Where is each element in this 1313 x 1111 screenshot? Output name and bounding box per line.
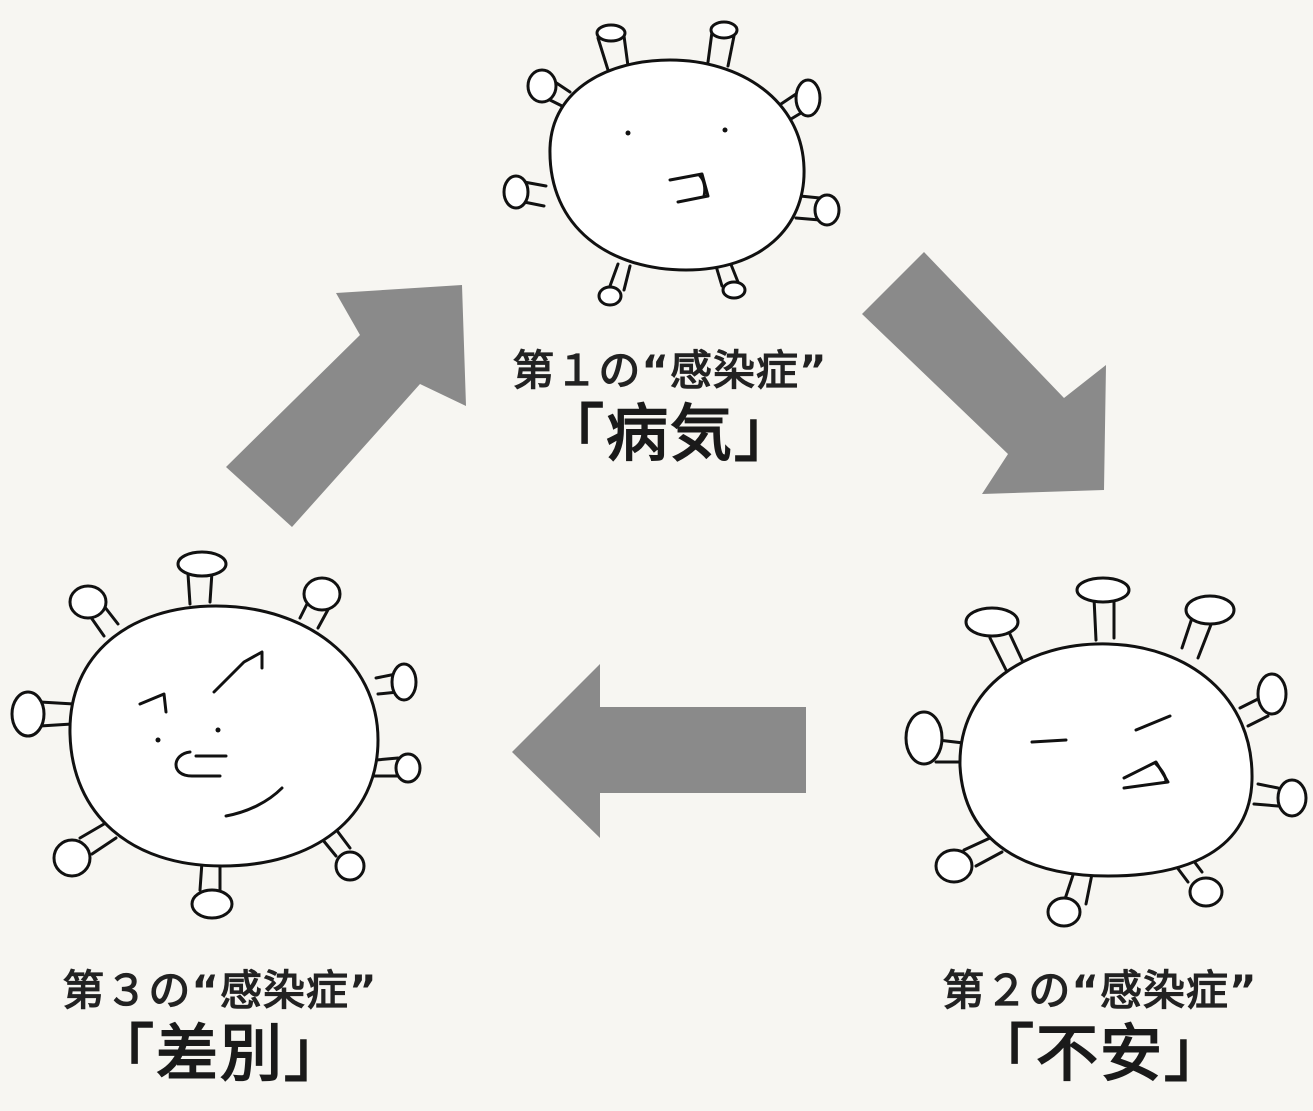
spike [706,20,739,68]
spike [1046,870,1094,928]
stage-first-caption: 第１の“感染症” 「病気」 [440,345,900,471]
stage-second-ordinal: 第２の“感染症” [942,966,1258,1015]
spike [68,584,120,638]
spike [10,690,76,738]
stage-first-name: 「病気」 [541,397,798,470]
spike [298,576,342,630]
stage-first-ordinal: 第１の“感染症” [512,346,828,395]
spike [794,193,841,227]
stage-third-name: 「差別」 [91,1017,348,1090]
virus-body [958,642,1254,878]
stage-second-caption: 第２の“感染症” 「不安」 [870,965,1313,1091]
left-eye [1030,738,1068,744]
spike [372,752,422,784]
right-eye [1134,714,1172,732]
virus-second-anxiety [904,576,1308,928]
spike [374,662,418,702]
spike [1180,594,1236,660]
mouth [174,750,222,778]
spike [934,836,1004,884]
spike [1168,846,1224,908]
virus-body [68,604,380,868]
spike [1252,778,1308,818]
virus-first-illness [502,20,841,307]
stage-second-name: 「不安」 [971,1017,1228,1090]
spike [595,23,630,72]
stage-third-caption: 第３の“感染症” 「差別」 [0,965,450,1091]
virus-body [548,58,806,272]
spike [1238,672,1288,728]
spike [502,174,548,210]
arrow-second-to-third [512,664,806,838]
scowl [224,786,284,818]
arrow-first-to-second [862,252,1106,494]
spike [526,68,572,108]
right-brow [212,650,264,694]
spike [52,822,118,878]
spike [964,606,1024,672]
left-brow [138,692,168,714]
spike [176,550,228,606]
arrow-third-to-first [226,285,466,527]
spike [190,860,234,920]
stage-third-ordinal: 第３の“感染症” [62,966,378,1015]
spike [1075,576,1131,642]
virus-third-discrimination [10,550,422,920]
spike [597,262,632,307]
